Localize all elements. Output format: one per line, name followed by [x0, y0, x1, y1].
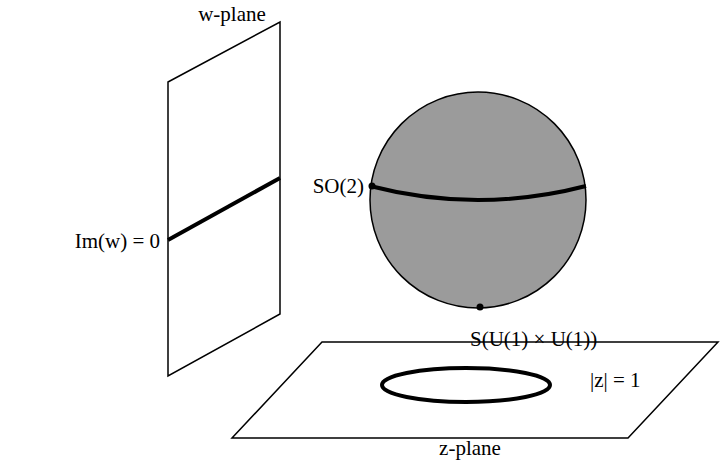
w-plane-outline [168, 22, 280, 376]
so2-dot [369, 183, 376, 190]
real-axis-line [168, 178, 280, 240]
pole-dot [477, 304, 484, 311]
sphere [370, 92, 586, 308]
circle-label: |z| = 1 [590, 368, 641, 392]
group-label: S(U(1) × U(1)) [470, 327, 597, 351]
plane-title: w-plane [198, 2, 266, 26]
group-label: SO(2) [313, 174, 364, 198]
unit-circle [382, 368, 550, 402]
z-plane-outline [232, 342, 718, 438]
axis-label: Im(w) = 0 [75, 229, 160, 253]
plane-title: z-plane [439, 436, 501, 460]
equator-curve [370, 186, 586, 200]
